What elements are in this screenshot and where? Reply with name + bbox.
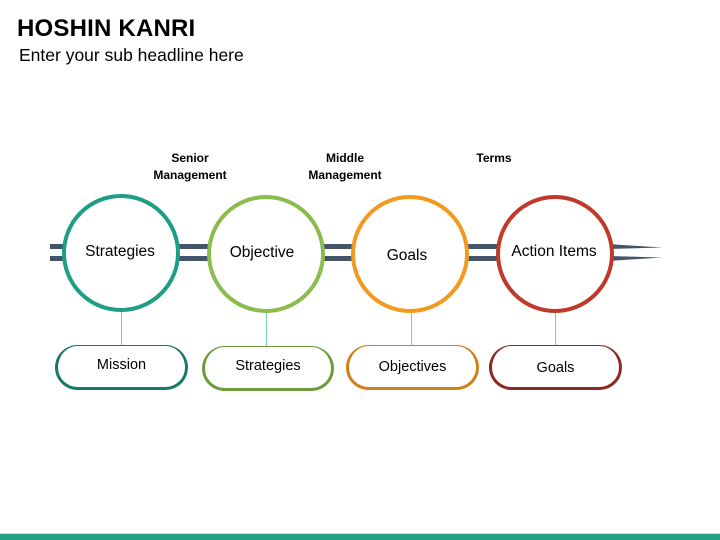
label-middle-management: Middle Management [308,150,381,184]
slide-title: HOSHIN KANRI [17,15,196,42]
slide-subtitle: Enter your sub headline here [19,45,244,65]
pill-goals: Goals [489,345,622,390]
label-senior-management: Senior Management [153,150,226,184]
pill-label: Objectives [378,358,447,375]
pill-objectives: Objectives [346,345,479,390]
arrow-tip-bottom [608,256,662,261]
label-line: Management [308,168,382,182]
circle-strategies [62,194,180,312]
arrow-tip-top [608,244,662,249]
circle-label-strategies: Strategies [85,243,155,260]
pill-label: Mission [96,356,147,373]
circle-goals [351,195,469,313]
circle-label-action-items: Action Items [511,243,597,260]
connectors [121,312,556,346]
double-arrow-line [50,244,662,261]
pill-mission: Mission [55,345,188,390]
pill-strategies: Strategies [202,346,334,391]
pill-label: Goals [536,360,575,376]
circle-action-items [496,195,614,313]
circle-label-objective: Objective [229,244,295,261]
footer-accent-strip [0,534,720,540]
footer-divider [0,533,720,534]
label-line: Terms [476,151,512,165]
pill-label: Strategies [235,357,301,374]
label-line: Management [153,168,227,182]
circle-objective [207,195,325,313]
label-terms: Terms [476,150,511,167]
label-line: Senior [171,151,209,165]
circle-label-goals: Goals [386,247,428,264]
label-line: Middle [325,151,364,165]
